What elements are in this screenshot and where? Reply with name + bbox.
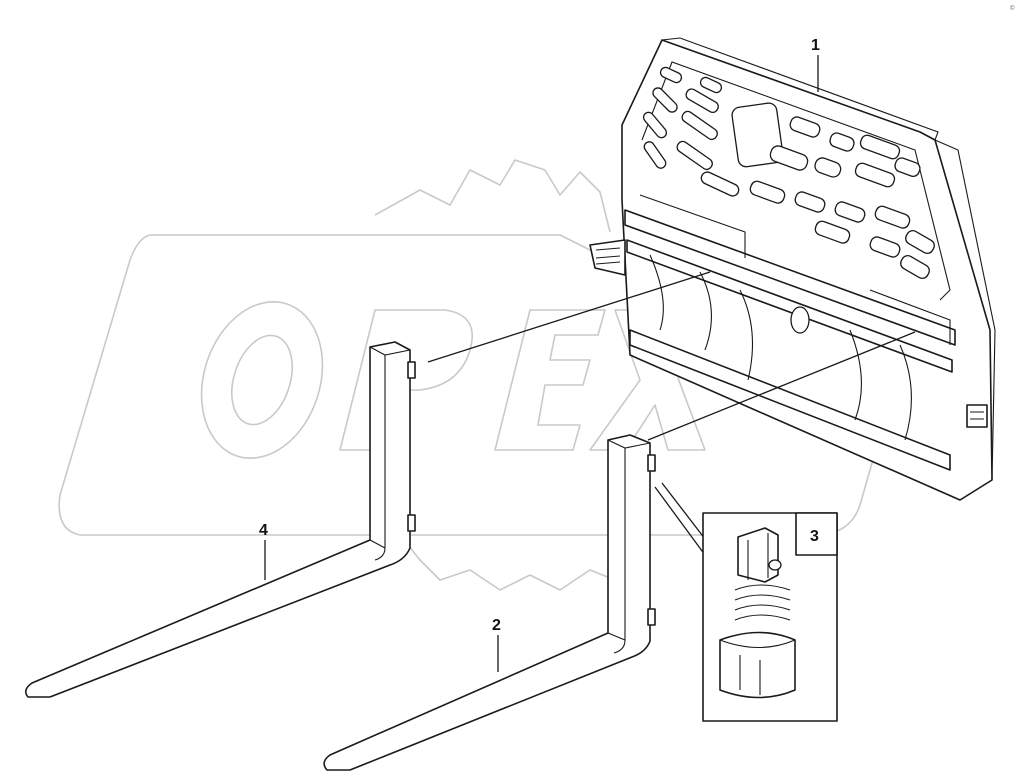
assembly-guide-lines	[427, 271, 916, 441]
callout-leaders	[264, 55, 819, 672]
left-fork	[24, 341, 416, 698]
lock-pin	[719, 527, 796, 699]
grille-openings	[642, 66, 935, 280]
callout-2: 2	[492, 617, 501, 634]
fork-frame	[589, 37, 996, 501]
callout-1: 1	[811, 37, 820, 54]
callout-3: 3	[810, 528, 819, 545]
fork-lock-pin-detail	[654, 482, 838, 722]
callout-4: 4	[259, 522, 268, 539]
right-fork	[323, 434, 656, 771]
corner-mark: ©	[1010, 5, 1015, 12]
